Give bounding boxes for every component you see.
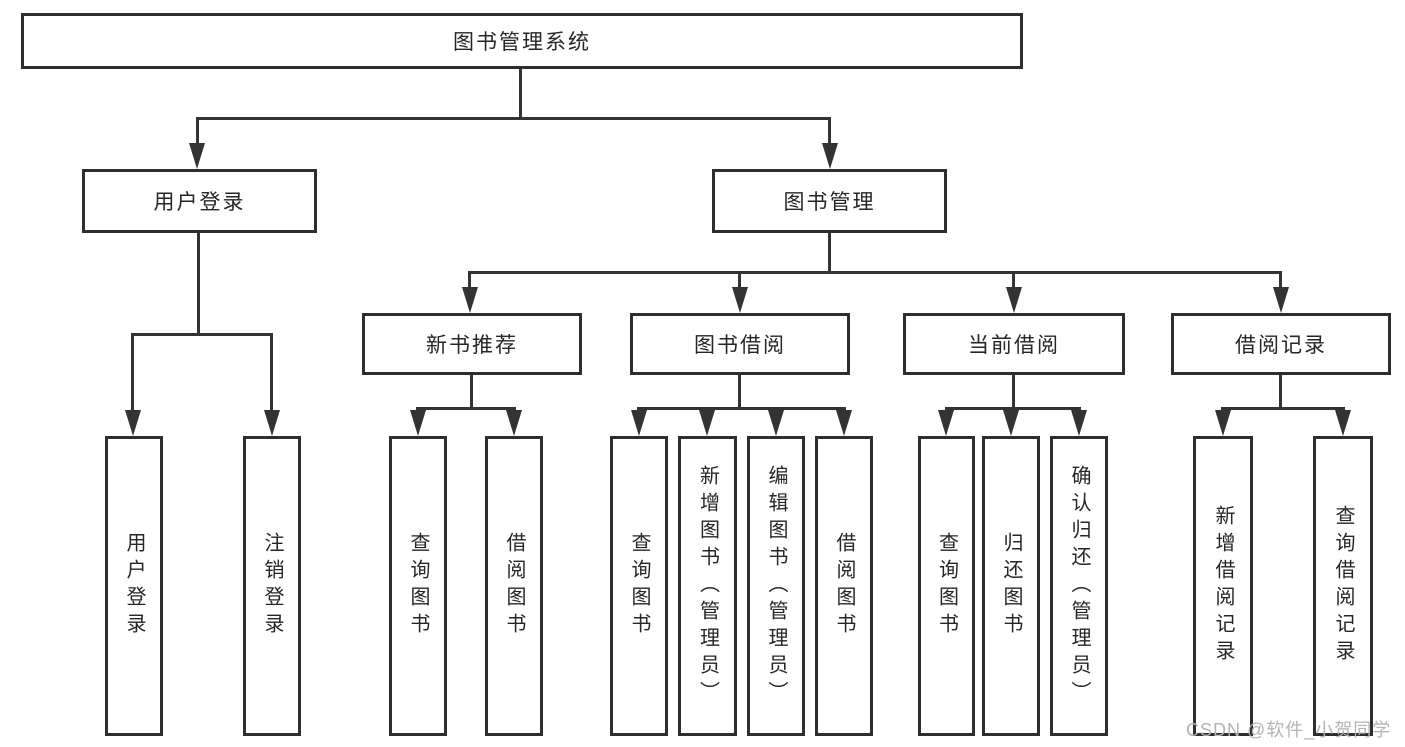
connector-line: [468, 271, 1282, 274]
connector-line: [1012, 271, 1015, 291]
node-label: 图书管理: [783, 191, 876, 214]
connector-line: [637, 407, 846, 410]
leaf-borrow-book-recommend: 借阅图书: [485, 436, 543, 736]
arrow-down-icon: [836, 410, 852, 436]
connector-line: [416, 407, 516, 410]
arrow-down-icon: [631, 410, 647, 436]
connector-line: [828, 117, 831, 149]
watermark-text: CSDN @软件_小贺同学: [1186, 720, 1392, 740]
node-label: 图书借阅: [694, 334, 786, 357]
arrow-down-icon: [1071, 410, 1087, 436]
node-label: 图书管理系统: [453, 31, 591, 54]
node-label: 注销登录: [261, 532, 283, 640]
node-label: 新书推荐: [426, 334, 518, 357]
connector-line: [131, 333, 134, 415]
arrow-down-icon: [768, 410, 784, 436]
node-label: 借阅记录: [1235, 334, 1327, 357]
node-label: 归还图书: [1000, 532, 1022, 640]
leaf-edit-book-admin: 编辑图书（管理员）: [747, 436, 805, 736]
connector-line: [270, 333, 273, 415]
arrow-down-icon: [732, 287, 748, 313]
arrow-down-icon: [189, 143, 205, 169]
connector-line: [196, 117, 831, 120]
leaf-query-borrow-record: 查询借阅记录: [1313, 436, 1373, 736]
leaf-borrow-book: 借阅图书: [815, 436, 873, 736]
node-label: 用户登录: [153, 191, 246, 214]
node-book-management: 图书管理: [712, 169, 947, 233]
node-new-book-recommend: 新书推荐: [362, 313, 582, 375]
node-label: 查询图书: [407, 532, 429, 640]
arrow-down-icon: [699, 410, 715, 436]
connector-line: [468, 271, 471, 291]
node-book-borrow: 图书借阅: [630, 313, 850, 375]
leaf-add-book-admin: 新增图书（管理员）: [678, 436, 737, 736]
connector-line: [738, 271, 741, 291]
node-user-login: 用户登录: [82, 169, 317, 233]
connector-line: [131, 333, 273, 336]
node-root: 图书管理系统: [21, 13, 1023, 69]
arrow-down-icon: [938, 410, 954, 436]
connector-line: [519, 69, 522, 119]
arrow-down-icon: [462, 287, 478, 313]
leaf-query-book-recommend: 查询图书: [389, 436, 447, 736]
node-label: 当前借阅: [968, 334, 1060, 357]
arrow-down-icon: [1003, 410, 1019, 436]
node-label: 新增图书（管理员）: [696, 464, 719, 708]
arrow-down-icon: [1335, 410, 1351, 436]
arrow-down-icon: [506, 410, 522, 436]
leaf-add-borrow-record: 新增借阅记录: [1193, 436, 1253, 736]
arrow-down-icon: [410, 410, 426, 436]
node-label: 借阅图书: [503, 532, 525, 640]
node-current-borrow: 当前借阅: [903, 313, 1125, 375]
leaf-confirm-return-admin: 确认归还（管理员）: [1050, 436, 1108, 736]
node-label: 编辑图书（管理员）: [765, 464, 787, 708]
node-label: 借阅图书: [833, 532, 855, 640]
node-borrow-records: 借阅记录: [1171, 313, 1391, 375]
node-label: 确认归还（管理员）: [1068, 464, 1090, 708]
node-label: 新增借阅记录: [1212, 505, 1234, 667]
connector-line: [828, 233, 831, 274]
leaf-return-book: 归还图书: [982, 436, 1040, 736]
arrow-down-icon: [822, 143, 838, 169]
node-label: 用户登录: [123, 532, 145, 640]
leaf-query-book: 查询图书: [610, 436, 668, 736]
connector-line: [197, 233, 200, 336]
leaf-logout: 注销登录: [243, 436, 301, 736]
arrow-down-icon: [1215, 410, 1231, 436]
node-label: 查询借阅记录: [1332, 505, 1354, 667]
connector-line: [1221, 407, 1345, 410]
arrow-down-icon: [1273, 287, 1289, 313]
connector-line: [1012, 375, 1015, 410]
arrow-down-icon: [1006, 287, 1022, 313]
arrow-down-icon: [264, 410, 280, 436]
leaf-user-login: 用户登录: [105, 436, 163, 736]
connector-line: [470, 375, 473, 410]
node-label: 查询图书: [935, 532, 958, 640]
connector-line: [945, 407, 1081, 410]
connector-line: [1279, 271, 1282, 291]
connector-line: [1279, 375, 1282, 410]
connector-line: [738, 375, 741, 410]
node-label: 查询图书: [628, 532, 650, 640]
leaf-query-current-book: 查询图书: [918, 436, 975, 736]
arrow-down-icon: [125, 410, 141, 436]
connector-line: [196, 117, 199, 149]
